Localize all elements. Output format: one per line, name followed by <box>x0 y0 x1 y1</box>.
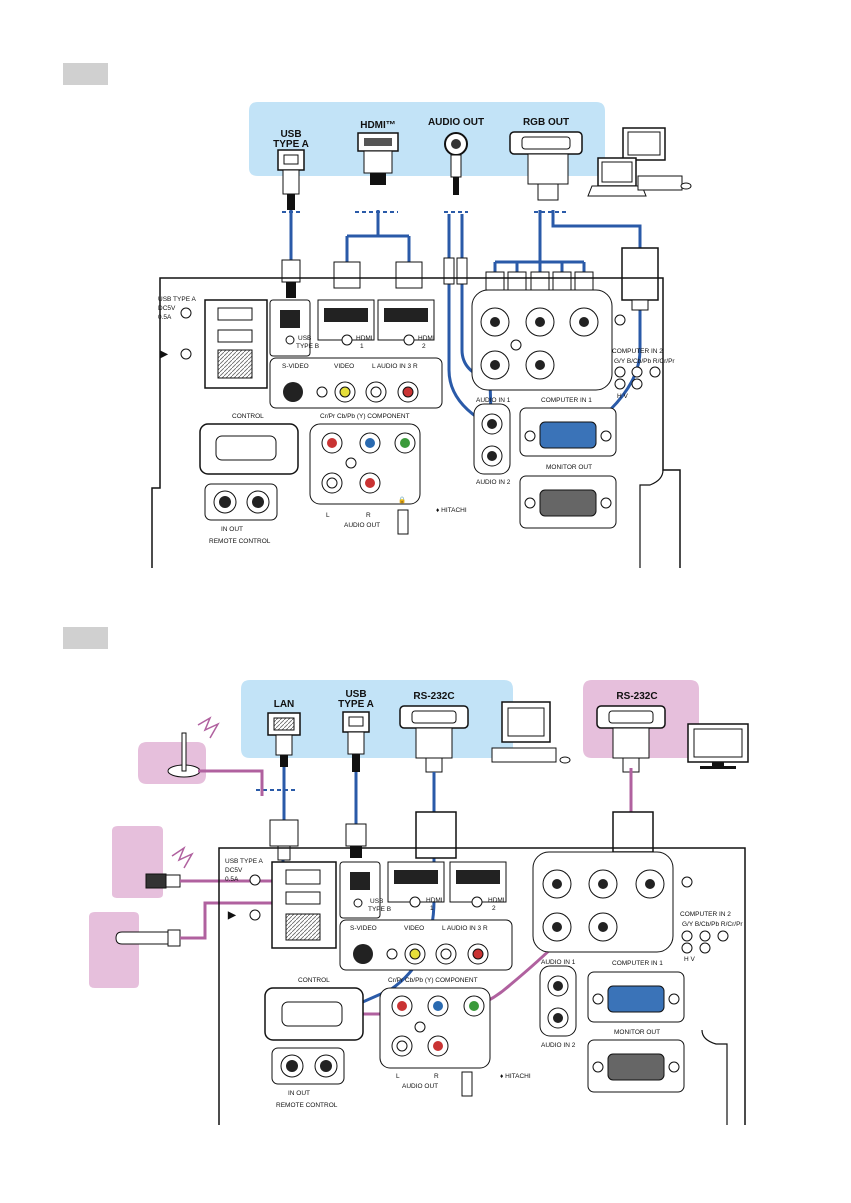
svg-text:L AUDIO IN 3 R: L AUDIO IN 3 R <box>442 925 488 932</box>
svg-text:REMOTE CONTROL: REMOTE CONTROL <box>276 1102 338 1109</box>
svg-text:R: R <box>366 512 371 519</box>
svg-text:USB TYPE A: USB TYPE A <box>158 296 196 303</box>
usb-a-port-top <box>277 149 305 171</box>
audio-out-label-top: AUDIO OUT <box>428 117 484 128</box>
svg-text:S-VIDEO: S-VIDEO <box>282 363 309 370</box>
svg-text:COMPUTER IN 2: COMPUTER IN 2 <box>680 911 731 918</box>
svg-text:♦ HITACHI: ♦ HITACHI <box>436 507 467 514</box>
svg-text:AUDIO OUT: AUDIO OUT <box>344 522 380 529</box>
svg-text:TYPE B: TYPE B <box>368 906 391 913</box>
svg-text:HDMI: HDMI <box>488 897 505 904</box>
svg-text:HDMI: HDMI <box>418 335 435 342</box>
rgb-out-label-top: RGB OUT <box>523 117 569 128</box>
svg-text:1: 1 <box>360 343 364 350</box>
svg-text:L: L <box>326 512 330 519</box>
svg-text:VIDEO: VIDEO <box>404 925 424 932</box>
svg-text:G/Y B/Cb/Pb R/Cr/Pr: G/Y B/Cb/Pb R/Cr/Pr <box>682 921 743 928</box>
svg-text:USB: USB <box>298 335 311 342</box>
svg-text:2: 2 <box>492 905 496 912</box>
svg-text:G/Y B/Cb/Pb R/Cr/Pr: G/Y B/Cb/Pb R/Cr/Pr <box>614 358 675 365</box>
section-label-bottom <box>63 627 108 649</box>
svg-text:VIDEO: VIDEO <box>334 363 354 370</box>
svg-text:CONTROL: CONTROL <box>298 977 330 984</box>
svg-text:MONITOR OUT: MONITOR OUT <box>614 1029 660 1036</box>
svg-text:DC5V: DC5V <box>225 867 243 874</box>
usb-drive-bubble <box>89 912 139 988</box>
svg-text:USB TYPE A: USB TYPE A <box>225 858 263 865</box>
svg-text:REMOTE CONTROL: REMOTE CONTROL <box>209 538 271 545</box>
svg-text:▶: ▶ <box>159 349 169 360</box>
svg-text:L: L <box>396 1073 400 1080</box>
svg-text:COMPUTER IN 1: COMPUTER IN 1 <box>541 397 592 404</box>
svg-text:H V: H V <box>617 393 629 400</box>
top-device-panel <box>249 102 605 176</box>
svg-text:0.5A: 0.5A <box>158 314 172 321</box>
svg-text:HDMI: HDMI <box>426 897 443 904</box>
svg-text:IN OUT: IN OUT <box>221 526 243 533</box>
svg-text:AUDIO IN 1: AUDIO IN 1 <box>476 397 511 404</box>
rs232c-label-other: RS-232C <box>616 691 657 702</box>
svg-text:MONITOR OUT: MONITOR OUT <box>546 464 592 471</box>
svg-text:USB: USB <box>370 898 383 905</box>
computer-icon-bottom <box>491 701 571 764</box>
svg-text:IN OUT: IN OUT <box>288 1090 310 1097</box>
hdmi-label-top: HDMI™ <box>360 120 396 131</box>
svg-text:♦ HITACHI: ♦ HITACHI <box>500 1073 531 1080</box>
svg-text:1: 1 <box>430 905 434 912</box>
svg-text:H V: H V <box>684 956 696 963</box>
svg-text:2: 2 <box>422 343 426 350</box>
svg-text:R: R <box>434 1073 439 1080</box>
svg-text:HDMI: HDMI <box>356 335 373 342</box>
rs232c-label-pc: RS-232C <box>413 691 454 702</box>
svg-text:Cr/Pr Cb/Pb (Y) COMPONENT: Cr/Pr Cb/Pb (Y) COMPONENT <box>388 977 478 984</box>
bottom-projector-panel <box>218 847 746 1125</box>
top-projector-panel <box>151 277 681 568</box>
svg-text:L AUDIO IN 3 R: L AUDIO IN 3 R <box>372 363 418 370</box>
svg-text:CONTROL: CONTROL <box>232 413 264 420</box>
svg-text:0.5A: 0.5A <box>225 876 239 883</box>
computer-icon-top <box>587 127 692 197</box>
svg-text:TYPE B: TYPE B <box>296 343 319 350</box>
access-point-bubble <box>138 742 206 784</box>
svg-text:AUDIO IN 1: AUDIO IN 1 <box>541 959 576 966</box>
svg-text:▶: ▶ <box>227 910 237 921</box>
svg-text:AUDIO IN 2: AUDIO IN 2 <box>541 1042 576 1049</box>
lan-label: LAN <box>274 699 295 710</box>
svg-text:🔒: 🔒 <box>398 496 406 504</box>
svg-text:AUDIO OUT: AUDIO OUT <box>402 1083 438 1090</box>
svg-text:COMPUTER IN 2: COMPUTER IN 2 <box>612 348 663 355</box>
svg-text:S-VIDEO: S-VIDEO <box>350 925 377 932</box>
svg-text:COMPUTER IN 1: COMPUTER IN 1 <box>612 960 663 967</box>
svg-text:AUDIO IN 2: AUDIO IN 2 <box>476 479 511 486</box>
svg-text:Cr/Pr Cb/Pb (Y) COMPONENT: Cr/Pr Cb/Pb (Y) COMPONENT <box>320 413 410 420</box>
svg-text:DC5V: DC5V <box>158 305 176 312</box>
monitor-icon-bottom <box>687 723 749 769</box>
section-label-top <box>63 63 108 85</box>
